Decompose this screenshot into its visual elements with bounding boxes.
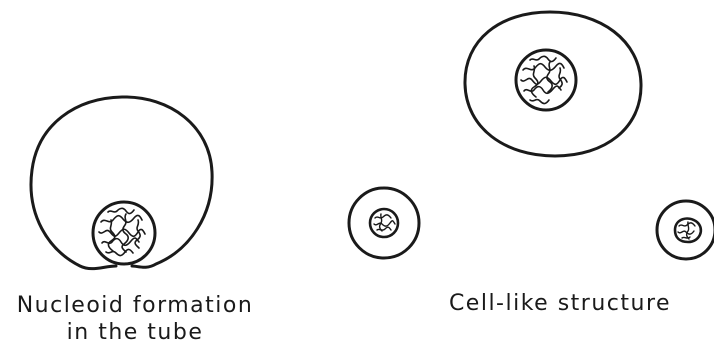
large-cell-chromatin	[521, 56, 567, 103]
nucleoid-squiggle	[99, 208, 145, 255]
small-cell-left-outline	[349, 188, 419, 258]
large-cell-drawing	[465, 12, 641, 156]
small-cell-right-drawing	[657, 201, 714, 259]
caption-left-line1: Nucleoid formation	[0, 292, 270, 319]
small-cell-left-drawing	[349, 188, 419, 258]
caption-left-line2: in the tube	[0, 319, 270, 346]
small-cell-right-chromatin	[678, 222, 695, 239]
tube-nucleoid-drawing	[31, 97, 212, 269]
caption-cell-like-structure: Cell-like structure	[430, 290, 690, 317]
caption-nucleoid-formation: Nucleoid formation in the tube	[0, 292, 270, 346]
small-cell-left-chromatin	[374, 214, 395, 231]
small-cell-right-outline	[657, 201, 714, 259]
